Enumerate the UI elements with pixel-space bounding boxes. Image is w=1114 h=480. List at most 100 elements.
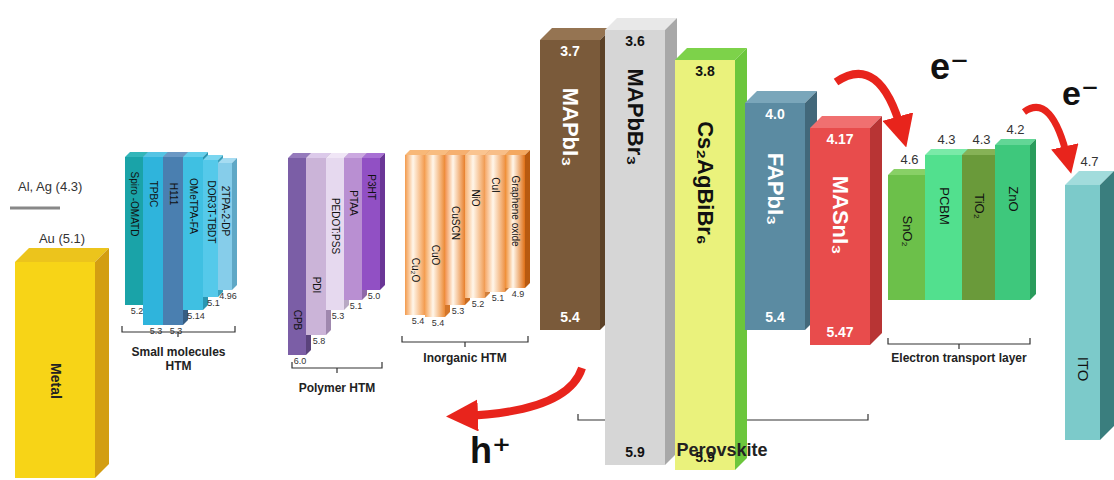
bar-name: Metal <box>47 363 62 399</box>
group-label: Perovskite <box>622 440 822 461</box>
energy-value: 4.3 <box>972 133 990 147</box>
energy-bar: 4.3TiO₂ <box>962 155 995 300</box>
group-label: Al, Ag (4.3) <box>18 180 82 195</box>
bar-name: PDI <box>311 277 322 294</box>
bracket <box>122 326 235 337</box>
energy-value: 5.1 <box>492 294 505 304</box>
energy-bar: 4.2ZnO <box>995 145 1030 300</box>
energy-value: 5.1 <box>350 302 363 312</box>
bar-name: H111 <box>168 183 179 205</box>
energy-value: 5.2 <box>131 307 144 317</box>
energy-bar: 4.7ITO <box>1065 185 1100 440</box>
bar-name: P3HT <box>366 174 377 200</box>
bar-name: TPBC <box>148 181 159 208</box>
energy-value: 4.7 <box>1080 155 1098 169</box>
bracket <box>888 338 1030 349</box>
energy-value: 5.4 <box>560 310 579 325</box>
energy-value: 4.0 <box>765 107 784 122</box>
energy-value: 5.3 <box>170 327 183 337</box>
energy-value: 4.96 <box>219 292 237 302</box>
energy-value: 3.7 <box>560 44 579 59</box>
bar-top-face <box>15 248 109 262</box>
energy-bar: PTAA5.1 <box>344 158 362 300</box>
energy-bar: CuO5.4 <box>425 155 445 317</box>
group-label: Polymer HTM <box>292 382 382 396</box>
bar-side-face <box>380 153 385 290</box>
bar-name: Cs₂AgBiBr₆ <box>693 121 717 245</box>
energy-bar: 4.0FAPbI₃ 5.4 <box>745 103 805 330</box>
bar-name: TiO₂ <box>971 193 985 219</box>
energy-value: 6.0 <box>294 357 307 367</box>
bar-name: MAPbBr₃ <box>623 69 647 166</box>
bar-name: PTAA <box>348 191 359 216</box>
bar-name: SnO₂ <box>899 216 913 247</box>
bar-name: CPB <box>292 309 303 330</box>
energy-value: 5.3 <box>452 307 465 317</box>
energy-bar: 3.8Cs₂AgBiBr₆5.9 <box>675 60 735 470</box>
energy-bar: 4.17MASnI₃ 5.47 <box>810 128 870 345</box>
bar-name: 2TPA-2-DP <box>220 186 231 236</box>
energy-value: 5.4 <box>765 310 784 325</box>
energy-value: 5.9 <box>625 445 644 460</box>
bar-name: Spiro -OMATD <box>129 172 140 237</box>
energy-bar: Graphene oxide4.9 <box>505 155 525 288</box>
energy-bar: PEDOT:PSS5.3 <box>326 158 344 310</box>
bar-name: CuO <box>430 245 441 266</box>
energy-bar: H1115.3 <box>163 157 183 325</box>
bar-name: CuI <box>490 177 501 193</box>
bar-name: NiO <box>470 189 481 206</box>
group-label: Small molecules HTM <box>122 346 235 374</box>
energy-value: 4.6 <box>900 153 918 167</box>
bar-side-face <box>1100 171 1114 440</box>
energy-bar: PDI5.8 <box>306 158 326 335</box>
energy-bar: Spiro -OMATD5.2 <box>125 157 143 305</box>
energy-bar: CuI5.1 <box>485 155 505 292</box>
energy-bar: OMeTPA-FA5.14 <box>183 157 203 310</box>
bar-name: MAPbI₃ <box>558 88 582 167</box>
work-function-line <box>10 207 60 210</box>
energy-value: 5.0 <box>368 292 381 302</box>
energy-value: 5.47 <box>826 325 853 340</box>
energy-bar: 4.6SnO₂ <box>888 175 925 300</box>
bar-name: PCBM <box>936 187 950 225</box>
energy-bar: TPBC5.3 <box>143 157 163 325</box>
bracket <box>402 336 528 347</box>
energy-value: 5.3 <box>332 312 345 322</box>
bar-side-face <box>95 248 109 478</box>
bar-name: Cu₂O <box>410 258 421 282</box>
energy-value: 5.14 <box>187 312 205 322</box>
energy-bar: 3.7MAPbI₃ 5.4 <box>540 40 600 330</box>
energy-bar: 2TPA-2-DP4.96 <box>218 163 232 290</box>
bar-side-face <box>232 158 237 290</box>
energy-bar: 3.6MAPbBr₃5.9 <box>605 30 665 465</box>
group-label: Inorganic HTM <box>402 352 528 366</box>
bar-side-face <box>870 116 882 345</box>
bar-name: CuSCN <box>450 206 461 240</box>
energy-value: Au (5.1) <box>39 232 85 246</box>
energy-bar: CPB6.0 <box>288 158 306 355</box>
energy-value: 4.17 <box>826 132 853 147</box>
energy-value: 5.1 <box>207 299 220 309</box>
bar-side-face <box>1030 139 1036 300</box>
group-brackets <box>122 326 1030 425</box>
energy-bar: DOR3T-TBDT5.1 <box>203 160 218 297</box>
energy-bar: NiO5.2 <box>465 155 485 298</box>
bar-name: DOR3T-TBDT <box>205 181 216 244</box>
energy-bar: Cu₂O5.4 <box>405 155 425 315</box>
bar-name: MASnI₃ <box>828 175 852 254</box>
energy-value: 5.2 <box>472 300 485 310</box>
energy-bar: 4.3PCBM <box>925 155 962 300</box>
bar-name: ZnO <box>1005 187 1019 212</box>
hole-arrow <box>462 368 582 416</box>
energy-value: 5.4 <box>432 319 445 329</box>
carrier-label: e⁻ <box>930 46 969 87</box>
carrier-label: e⁻ <box>1062 74 1099 113</box>
energy-value: 4.2 <box>1006 123 1024 137</box>
energy-bar: P3HT5.0 <box>362 158 380 290</box>
bar-name: Graphene oxide <box>510 175 521 246</box>
energy-value: 4.3 <box>937 133 955 147</box>
energy-bar: CuSCN5.3 <box>445 155 465 305</box>
energy-value: 5.8 <box>313 337 326 347</box>
bar-name: FAPbI₃ <box>763 153 787 226</box>
